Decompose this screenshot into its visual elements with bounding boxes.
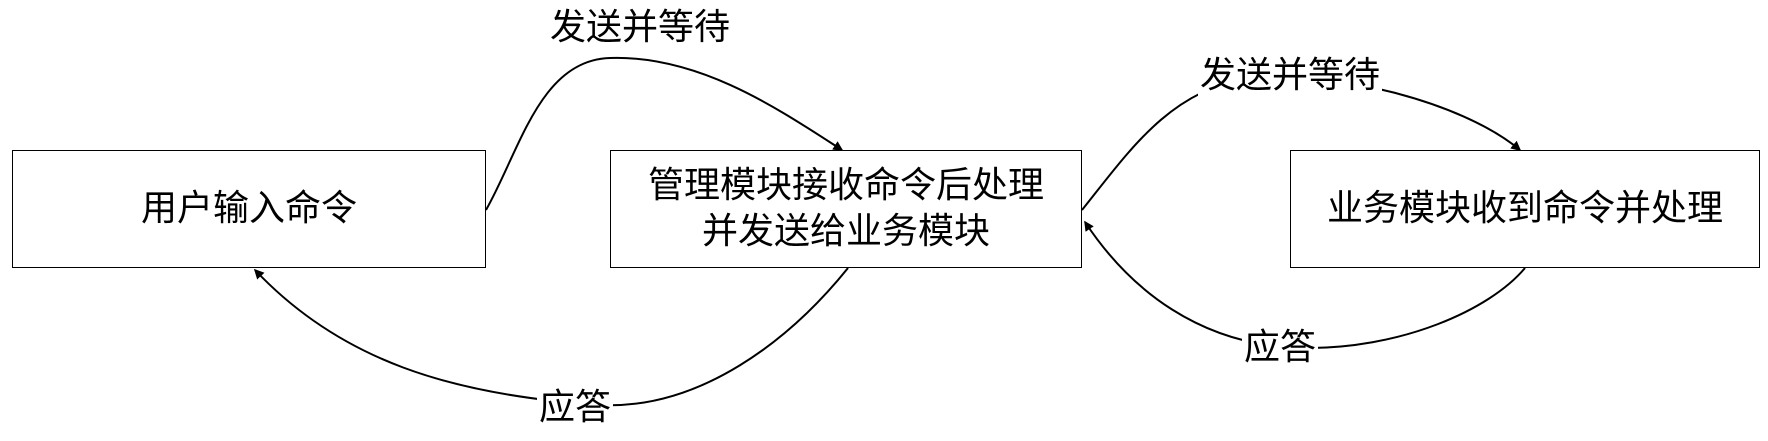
business-module-text: 业务模块收到命令并处理 — [1327, 186, 1723, 232]
edge-label-reply-1: 应答 — [537, 388, 613, 428]
edge-label-send-wait-2: 发送并等待 — [1198, 56, 1382, 96]
user-input-text: 用户输入命令 — [141, 186, 357, 232]
business-module-box: 业务模块收到命令并处理 — [1290, 150, 1760, 268]
management-module-line2: 并发送给业务模块 — [702, 209, 990, 255]
edge-label-reply-2: 应答 — [1242, 328, 1318, 368]
edge-management-to-user — [255, 268, 848, 405]
user-input-box: 用户输入命令 — [12, 150, 486, 268]
edge-label-send-wait-1: 发送并等待 — [548, 8, 732, 48]
management-module-box: 管理模块接收命令后处理 并发送给业务模块 — [610, 150, 1082, 268]
management-module-line1: 管理模块接收命令后处理 — [648, 163, 1044, 209]
